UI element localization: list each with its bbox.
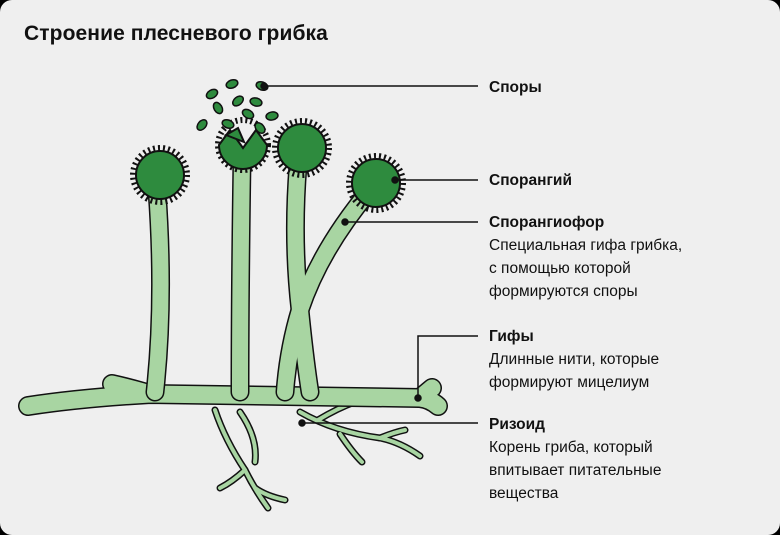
- label-sporangiophore-desc-2: с помощью которой: [489, 260, 631, 277]
- label-sporangiophore-desc-1: Специальная гифа грибка,: [489, 237, 683, 254]
- label-rhizoid-desc-3: вещества: [489, 485, 559, 502]
- label-rhizoid-title: Ризоид: [489, 416, 546, 433]
- label-sporangium-title: Спорангий: [489, 172, 572, 189]
- label-spores-title: Споры: [489, 79, 542, 96]
- sporangium-4: [346, 153, 406, 213]
- label-sporangium: Спорангий: [489, 169, 572, 192]
- label-sporangiophore: Спорангиофор Специальная гифа грибка, с …: [489, 211, 749, 303]
- leader-lines: [260, 82, 478, 427]
- rhizoids: [211, 398, 424, 512]
- diagram-title: Строение плесневого грибка: [24, 22, 328, 45]
- sporangiophores: [145, 150, 380, 402]
- sporangia: [130, 117, 406, 213]
- label-rhizoid-desc-2: впитывает питательные: [489, 462, 662, 479]
- label-rhizoid-desc-1: Корень гриба, который: [489, 439, 653, 456]
- label-hyphae: Гифы Длинные нити, которые формируют миц…: [489, 325, 749, 394]
- sporangium-burst: [215, 117, 271, 173]
- sporangium-3: [272, 118, 332, 178]
- label-rhizoid: Ризоид Корень гриба, который впитывает п…: [489, 413, 749, 505]
- label-hyphae-title: Гифы: [489, 328, 534, 345]
- label-sporangiophore-title: Спорангиофор: [489, 214, 605, 231]
- label-sporangiophore-desc-3: формируются споры: [489, 283, 638, 300]
- label-hyphae-desc-2: формируют мицелиум: [489, 374, 650, 391]
- spores: [196, 78, 279, 135]
- sporangium-1: [130, 145, 190, 205]
- label-spores: Споры: [489, 76, 542, 99]
- label-hyphae-desc-1: Длинные нити, которые: [489, 351, 660, 368]
